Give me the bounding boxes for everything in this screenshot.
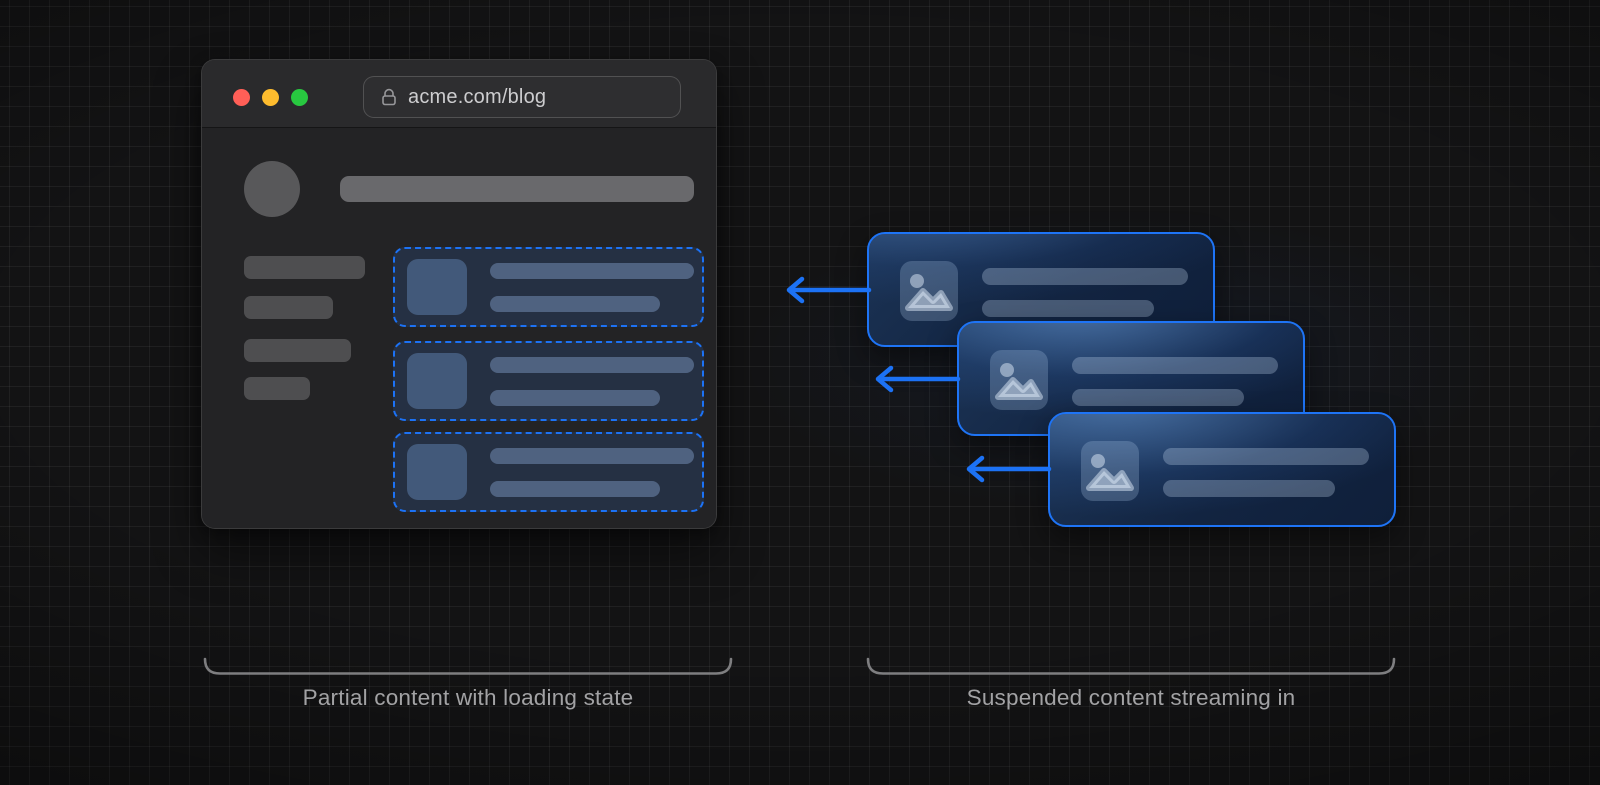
sidebar-skeleton-bar — [244, 339, 351, 362]
text-line-skeleton — [490, 390, 660, 406]
text-line-skeleton — [490, 481, 660, 497]
url-bar[interactable]: acme.com/blog — [363, 76, 681, 118]
text-line-skeleton — [1163, 448, 1369, 465]
streaming-card — [1048, 412, 1396, 527]
text-line-skeleton — [490, 263, 694, 279]
left-arrow-icon — [870, 364, 962, 399]
zoom-button[interactable] — [291, 89, 308, 106]
caption-left: Partial content with loading state — [302, 685, 634, 710]
text-line-skeleton — [982, 300, 1154, 317]
text-line-skeleton — [490, 357, 694, 373]
lock-icon — [381, 88, 397, 106]
text-line-skeleton — [1163, 480, 1335, 497]
text-line-skeleton — [1072, 357, 1278, 374]
sidebar-skeleton-bar — [244, 256, 365, 279]
text-line-skeleton — [1072, 389, 1244, 406]
sidebar-skeleton-bar — [244, 377, 310, 400]
heading-skeleton — [340, 176, 694, 202]
browser-window: acme.com/blog — [201, 59, 717, 529]
sidebar-skeleton-bar — [244, 296, 333, 319]
card-glow — [1050, 414, 1394, 525]
right-bracket — [866, 657, 1396, 679]
image-placeholder — [990, 350, 1048, 410]
thumbnail-skeleton — [407, 444, 467, 500]
minimize-button[interactable] — [262, 89, 279, 106]
thumbnail-skeleton — [407, 353, 467, 409]
loading-placeholder-card — [393, 432, 704, 512]
image-placeholder — [900, 261, 958, 321]
text-line-skeleton — [982, 268, 1188, 285]
text-line-skeleton — [490, 448, 694, 464]
left-bracket — [203, 657, 733, 679]
avatar-skeleton — [244, 161, 300, 217]
text-line-skeleton — [490, 296, 660, 312]
thumbnail-skeleton — [407, 259, 467, 315]
loading-placeholder-card — [393, 341, 704, 421]
left-arrow-icon — [961, 454, 1053, 489]
loading-placeholder-card — [393, 247, 704, 327]
close-button[interactable] — [233, 89, 250, 106]
caption-right: Suspended content streaming in — [966, 685, 1296, 710]
left-arrow-icon — [781, 275, 873, 310]
image-placeholder — [1081, 441, 1139, 501]
url-text: acme.com/blog — [408, 85, 547, 108]
traffic-lights — [233, 89, 308, 106]
browser-titlebar: acme.com/blog — [202, 60, 716, 128]
